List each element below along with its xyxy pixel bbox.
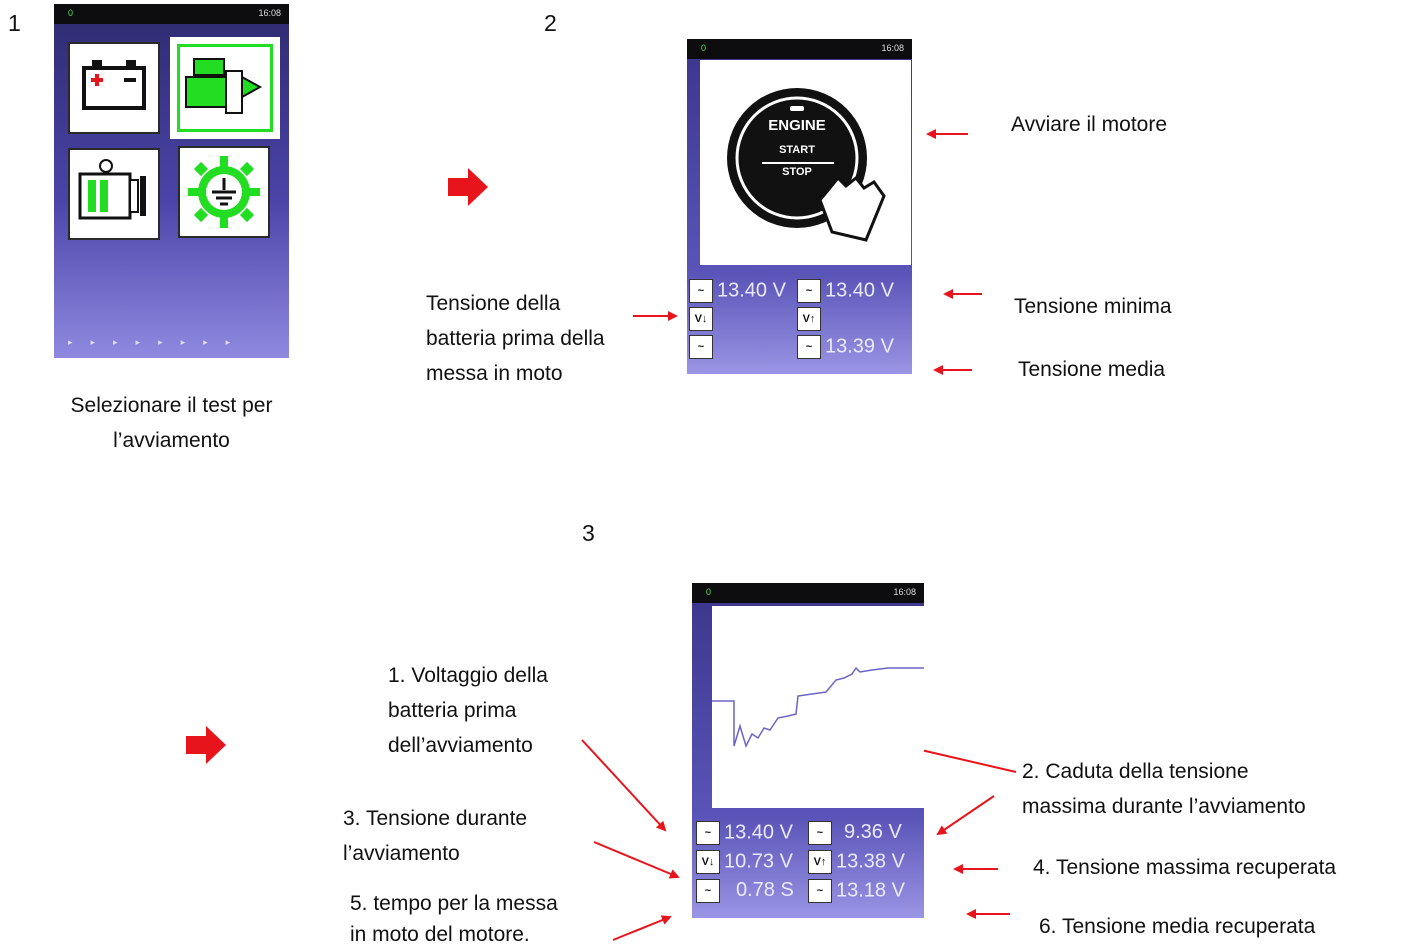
- voltage-up-icon: V↑: [797, 307, 821, 331]
- voltage-up-icon: V↑: [808, 850, 832, 874]
- ground-gear-icon: [188, 156, 260, 228]
- reading-v-during: V↓10.73 V: [696, 850, 793, 876]
- voltage-min-icon: ~: [808, 821, 832, 845]
- battery-test-tile[interactable]: [68, 42, 160, 134]
- time-graph-icon: ~: [689, 335, 713, 359]
- reading-v-drop-empty: V↓: [689, 307, 717, 333]
- status-time: 16:08: [258, 8, 281, 18]
- alternator-test-tile[interactable]: [68, 148, 160, 240]
- annotation-4: 4. Tensione massima recuperata: [1033, 856, 1337, 879]
- voltage-down-icon: V↓: [689, 307, 713, 331]
- annotation-avg-voltage: Tensione media: [1018, 358, 1166, 381]
- reading-time-empty: ~: [689, 335, 717, 361]
- reading-v-avg-recovered: ~13.18 V: [808, 879, 905, 905]
- reading-v-max-recovered: V↑13.38 V: [808, 850, 905, 876]
- step1-caption-line2: l’avviamento: [113, 429, 230, 452]
- reading-v-min: ~13.40 V: [797, 279, 894, 305]
- pointer-a5: [612, 915, 672, 941]
- voltage-avg-icon: ~: [797, 335, 821, 359]
- step1-caption-line1: Selezionare il test per: [70, 394, 273, 417]
- status-bar: 0 16:08: [54, 4, 289, 24]
- status-time: 16:08: [881, 43, 904, 53]
- pointer-a2-value: [936, 795, 995, 836]
- status-left: 0: [701, 43, 707, 53]
- next-step-arrow-2: [186, 726, 226, 764]
- decorative-arrows: ▸▸▸▸▸▸▸▸: [68, 337, 249, 347]
- status-left: 0: [706, 587, 712, 597]
- reading-v-max-empty: V↑: [797, 307, 825, 333]
- ground-test-tile[interactable]: [178, 146, 270, 238]
- annotation-5: 5. tempo per la messa in moto del motore…: [350, 892, 558, 946]
- voltage-before-icon: ~: [696, 821, 720, 845]
- battery-icon: [82, 60, 146, 110]
- device-screen-menu: 0 16:08: [54, 4, 289, 358]
- annotation-min-voltage: Tensione minima: [1014, 295, 1172, 318]
- starter-motor-icon: [185, 58, 263, 114]
- engine-start-stop-icon: [727, 88, 886, 242]
- step-number-3: 3: [582, 520, 595, 546]
- status-bar: 0 16:08: [692, 583, 924, 603]
- pointer-a3: [593, 841, 680, 879]
- annotation-1: 1. Voltaggio della batteria prima dell’a…: [388, 664, 548, 757]
- status-bar: 0 16:08: [687, 39, 912, 59]
- annotation-battery-before: Tensione della batteria prima della mess…: [426, 292, 605, 385]
- time-graph-icon: ~: [696, 879, 720, 903]
- annotation-6: 6. Tensione media recuperata: [1039, 915, 1316, 938]
- alternator-icon: [78, 159, 146, 220]
- starter-test-tile[interactable]: [170, 37, 280, 139]
- reading-crank-time: ~0.78 S: [696, 879, 794, 905]
- step1-caption: Selezionare il test per l’avviamento: [54, 388, 289, 458]
- next-step-arrow-1: [448, 168, 488, 206]
- voltage-before-icon: ~: [689, 279, 713, 303]
- voltage-graph-panel: [712, 606, 924, 808]
- start-label: START: [779, 144, 815, 156]
- voltage-trace: [712, 666, 924, 749]
- reading-v-before: ~13.40 V: [696, 821, 793, 847]
- device-screen-results: 0 16:08 ~13.40 V ~9.36 V V↓10.73 V V↑13.…: [692, 583, 924, 918]
- voltage-avg-icon: ~: [808, 879, 832, 903]
- status-left: 0: [68, 8, 74, 18]
- status-time: 16:08: [893, 587, 916, 597]
- voltage-min-icon: ~: [797, 279, 821, 303]
- pointer-a1: [581, 739, 667, 832]
- device-screen-engine-start: 0 16:08 ENGINE START STOP ~13.40 V ~13.4…: [687, 39, 912, 374]
- annotation-3: 3. Tensione durante l’avviamento: [343, 807, 528, 865]
- annotation-start-engine: Avviare il motore: [1011, 113, 1168, 136]
- voltage-down-icon: V↓: [696, 850, 720, 874]
- reading-v-avg: ~13.39 V: [797, 335, 894, 361]
- reading-v-drop: ~9.36 V: [808, 821, 902, 847]
- engine-label: ENGINE: [768, 117, 826, 134]
- step-number-2: 2: [544, 10, 557, 36]
- reading-v-before: ~13.40 V: [689, 279, 786, 305]
- step-number-1: 1: [8, 10, 21, 36]
- stop-label: STOP: [782, 166, 812, 178]
- engine-button-panel: ENGINE START STOP: [700, 60, 911, 265]
- annotation-2: 2. Caduta della tensione massima durante…: [1022, 760, 1306, 818]
